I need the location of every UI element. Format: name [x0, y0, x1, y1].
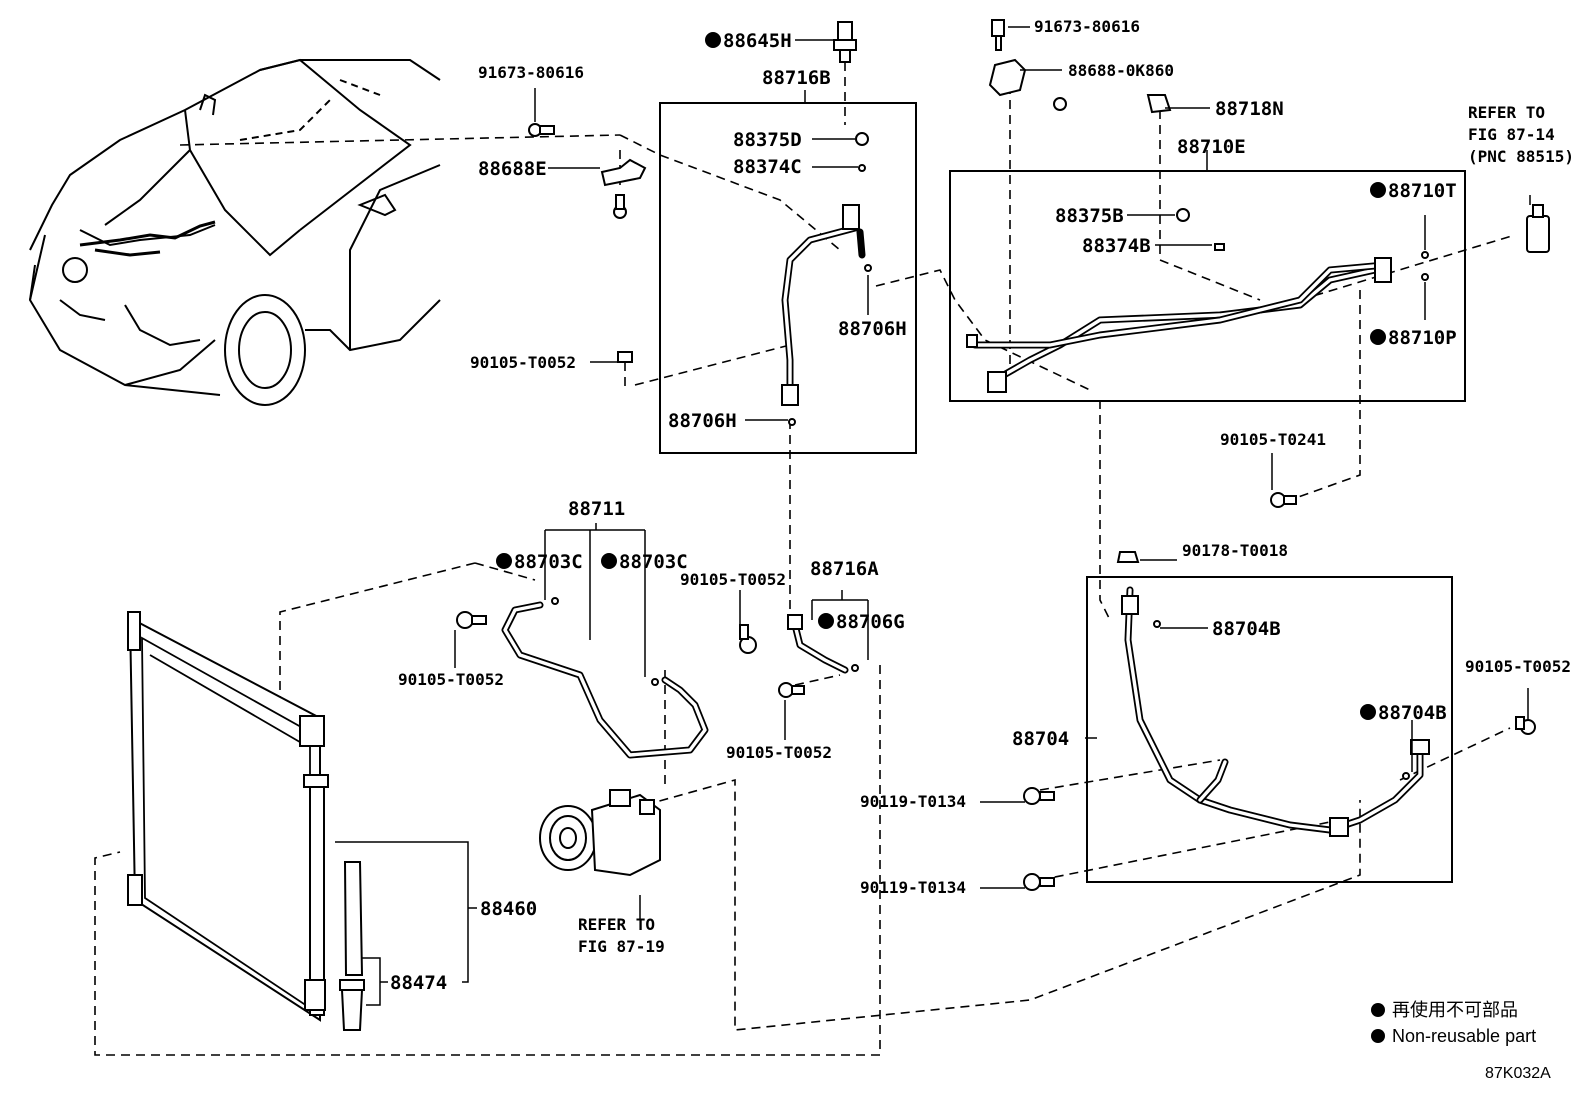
label-88703C-left: 88703C: [514, 551, 583, 573]
receiver-88515: [1526, 204, 1550, 253]
label-90105-T0052-tube: 90105-T0052: [726, 743, 832, 762]
part-labels: 88645H 91673-80616 88688E 88716B 88375D …: [390, 17, 1574, 994]
label-90178-T0018: 90178-T0018: [1182, 541, 1288, 560]
label-88688-0K860: 88688-0K860: [1068, 61, 1174, 80]
label-88704: 88704: [1012, 728, 1069, 750]
label-88374B: 88374B: [1082, 235, 1151, 257]
box-88704: [1086, 576, 1453, 883]
compressor: [539, 789, 661, 877]
tube-88716A: [778, 614, 859, 698]
refer-text-87-19-line2: FIG 87-19: [578, 937, 665, 956]
label-91673-80616-right: 91673-80616: [1034, 17, 1140, 36]
bracket-88688E: [528, 123, 647, 219]
refer-text-87-19-line1: REFER TO: [578, 915, 655, 934]
label-88688E: 88688E: [478, 158, 547, 180]
label-88645H: 88645H: [723, 30, 792, 52]
label-88706H-left: 88706H: [668, 410, 737, 432]
vehicle-leader: [179, 134, 621, 146]
bolt-90105-T0241: [1270, 492, 1297, 508]
label-90105-T0052-right: 90105-T0052: [1465, 657, 1571, 676]
figure-code: 87K032A: [1485, 1065, 1551, 1082]
label-90119-T0134-upper: 90119-T0134: [860, 792, 966, 811]
hose-88711: [456, 597, 757, 759]
label-88474: 88474: [390, 972, 447, 994]
label-88716A: 88716A: [810, 558, 879, 580]
label-88710T: 88710T: [1388, 180, 1457, 202]
legend-bullet-1: [1371, 1003, 1385, 1017]
legend-en-text: Non-reusable part: [1392, 1026, 1536, 1046]
label-88710E: 88710E: [1177, 136, 1246, 158]
label-leaders: [335, 26, 1531, 1006]
label-90105-T0052-upper: 90105-T0052: [470, 353, 576, 372]
label-88460: 88460: [480, 898, 537, 920]
nut-90178-T0018: [1116, 551, 1140, 563]
bolt-bracket-88688-0K860: [988, 19, 1067, 111]
label-88706H-right: 88706H: [838, 318, 907, 340]
label-88704B-lower: 88704B: [1378, 702, 1447, 724]
vehicle-ac-lines: [79, 220, 216, 257]
hose-88704: [1121, 586, 1536, 837]
label-90105-T0241: 90105-T0241: [1220, 430, 1326, 449]
desiccant-88474: [339, 861, 365, 1031]
refer-text-87-14-line3: (PNC 88515): [1468, 147, 1574, 166]
refer-text-87-14-line1: REFER TO: [1468, 103, 1545, 122]
label-88703C-right: 88703C: [619, 551, 688, 573]
label-88704B-upper: 88704B: [1212, 618, 1281, 640]
vehicle-illustration: [28, 58, 441, 406]
box-88710E: [949, 170, 1466, 402]
label-88716B: 88716B: [762, 67, 831, 89]
label-88374C: 88374C: [733, 156, 802, 178]
label-90119-T0134-lower: 90119-T0134: [860, 878, 966, 897]
label-88375D: 88375D: [733, 129, 802, 151]
bolts-90119-T0134: [1023, 787, 1055, 891]
pressure-switch-88645H: [833, 21, 857, 63]
label-88375B: 88375B: [1055, 205, 1124, 227]
label-90105-T0052-hose-right: 90105-T0052: [680, 570, 786, 589]
legend-bullet-2: [1371, 1029, 1385, 1043]
box-88716B: [659, 102, 917, 454]
condenser-88460: [127, 611, 329, 1022]
label-88706G: 88706G: [836, 611, 905, 633]
legend: 再使用不可部品 Non-reusable part: [1371, 1000, 1536, 1046]
refer-text-87-14-line2: FIG 87-14: [1468, 125, 1555, 144]
label-91673-80616-left: 91673-80616: [478, 63, 584, 82]
label-88710P: 88710P: [1388, 327, 1457, 349]
label-90105-T0052-hose-left: 90105-T0052: [398, 670, 504, 689]
tube-88716B: [617, 132, 872, 426]
tube-88710E: [966, 208, 1429, 393]
legend-jp-text: 再使用不可部品: [1392, 1000, 1518, 1020]
clamp-88718N: [1146, 94, 1172, 114]
label-88718N: 88718N: [1215, 98, 1284, 120]
label-88711: 88711: [568, 498, 625, 520]
